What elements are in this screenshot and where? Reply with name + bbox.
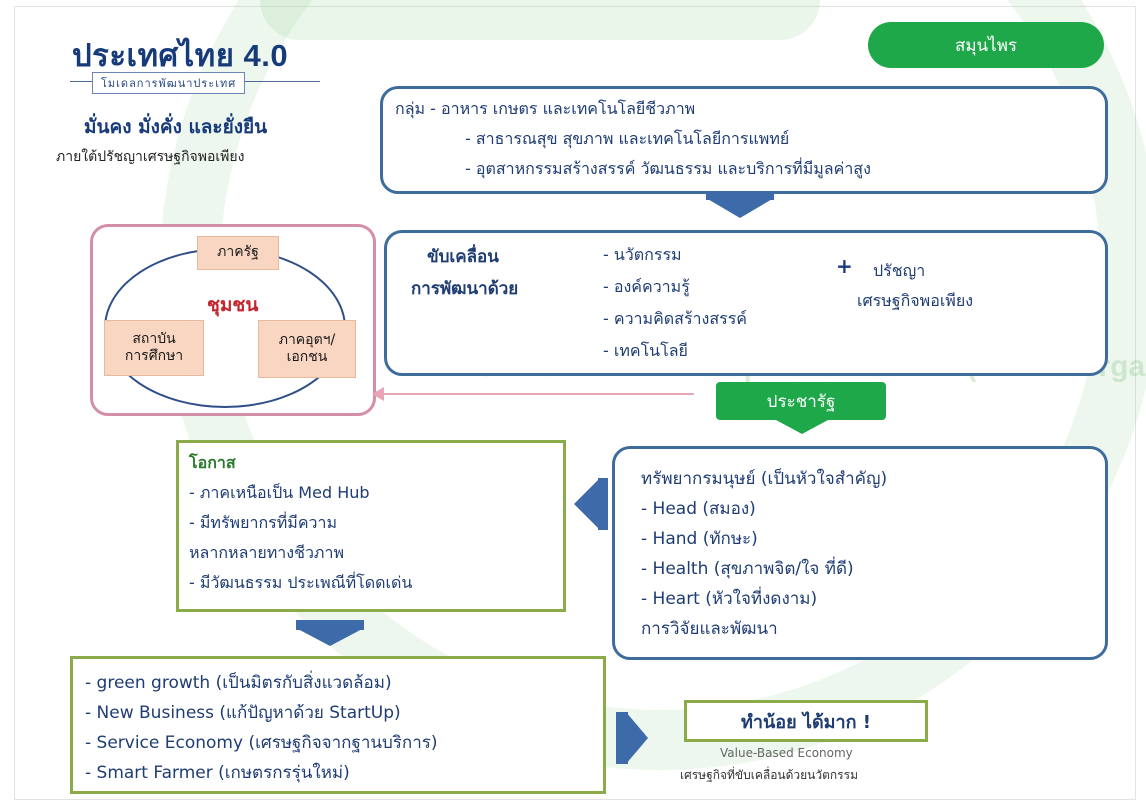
value-based-label: Value-Based Economy xyxy=(720,746,853,760)
group-line: - อุตสาหกรรมสร้างสรรค์ วัฒนธรรม และบริกา… xyxy=(465,159,871,178)
arrow-left-icon xyxy=(372,387,384,401)
pink-arrow-line xyxy=(382,393,694,395)
tagline-sub: ภายใต้ปรัชญาเศรษฐกิจพอเพียง xyxy=(56,149,245,165)
groups-box: กลุ่ม - อาหาร เกษตร และเทคโนโลยีชีวภาพ -… xyxy=(380,86,1108,194)
arrow-left-icon xyxy=(574,478,600,530)
human-line: - Hand (ทักษะ) xyxy=(641,529,758,549)
opportunity-line: - มีทรัพยากรที่มีความ xyxy=(189,513,338,532)
drive-box: ขับเคลื่อน การพัฒนาด้วย - นวัตกรรม - องค… xyxy=(384,230,1108,376)
group-line: กลุ่ม - อาหาร เกษตร และเทคโนโลยีชีวภาพ xyxy=(395,99,696,118)
arrow-down-body xyxy=(296,620,364,630)
human-line: การวิจัยและพัฒนา xyxy=(641,619,778,639)
education-box: สถาบัน การศึกษา xyxy=(104,320,204,376)
growth-box: - green growth (เป็นมิตรกับสิ่งแวดล้อม) … xyxy=(70,656,606,794)
human-line: - Head (สมอง) xyxy=(641,499,756,519)
human-resources-box: ทรัพยากรมนุษย์ (เป็นหัวใจสำคัญ) - Head (… xyxy=(612,446,1108,660)
philosophy-1: ปรัชญา xyxy=(873,261,926,280)
human-line: - Health (สุขภาพจิต/ใจ ที่ดี) xyxy=(641,559,854,579)
drive-item: - เทคโนโลยี xyxy=(603,341,688,360)
tagline: มั่นคง มั่งคั่ง และยั่งยืน xyxy=(84,116,268,138)
result-headline: ทำน้อย ได้มาก ! xyxy=(684,700,928,742)
opportunity-heading: โอกาส xyxy=(189,453,236,472)
opportunity-line: หลากหลายทางชีวภาพ xyxy=(189,543,344,562)
drive-label-1: ขับเคลื่อน xyxy=(427,247,499,267)
drive-item: - นวัตกรรม xyxy=(603,245,682,264)
arrow-down-body xyxy=(706,192,774,200)
human-line: - Heart (หัวใจที่งดงาม) xyxy=(641,589,818,609)
drive-item: - ความคิดสร้างสรรค์ xyxy=(603,309,747,328)
arrow-down-icon xyxy=(706,198,774,218)
value-based-th: เศรษฐกิจที่ขับเคลื่อนด้วยนวัตกรรม xyxy=(680,768,858,782)
opportunity-line: - ภาคเหนือเป็น Med Hub xyxy=(189,483,370,502)
community-label: ชุมชน xyxy=(207,294,259,316)
people-state-label: ประชารัฐ xyxy=(716,382,886,420)
group-line: - สาธารณสุข สุขภาพ และเทคโนโลยีการแพทย์ xyxy=(465,129,790,148)
growth-line: - green growth (เป็นมิตรกับสิ่งแวดล้อม) xyxy=(85,673,392,693)
human-line: ทรัพยากรมนุษย์ (เป็นหัวใจสำคัญ) xyxy=(641,469,888,489)
growth-line: - Service Economy (เศรษฐกิจจากฐานบริการ) xyxy=(85,733,438,753)
plus-icon: + xyxy=(836,254,853,278)
subtitle: โมเดลการพัฒนาประเทศ xyxy=(92,72,246,94)
growth-line: - Smart Farmer (เกษตรกรรุ่นใหม่) xyxy=(85,763,350,783)
opportunity-line: - มีวัฒนธรรม ประเพณีที่โดดเด่น xyxy=(189,573,413,592)
arrow-right-icon xyxy=(626,712,648,764)
arrow-right-body xyxy=(616,712,628,764)
growth-line: - New Business (แก้ปัญหาด้วย StartUp) xyxy=(85,703,401,723)
arrow-left-body xyxy=(598,478,608,530)
subtitle-bar: โมเดลการพัฒนาประเทศ xyxy=(70,70,320,94)
herb-label: สมุนไพร xyxy=(868,22,1104,68)
state-box: ภาครัฐ xyxy=(197,236,279,270)
private-sector-box: ภาคอุตฯ/ เอกชน xyxy=(258,320,356,378)
drive-label-2: การพัฒนาด้วย xyxy=(411,279,519,299)
philosophy-2: เศรษฐกิจพอเพียง xyxy=(857,291,974,310)
page-title: ประเทศไทย 4.0 xyxy=(72,38,289,73)
opportunity-box: โอกาส - ภาคเหนือเป็น Med Hub - มีทรัพยาก… xyxy=(176,440,566,612)
people-pointer xyxy=(776,420,828,434)
arrow-down-icon xyxy=(296,628,364,646)
drive-item: - องค์ความรู้ xyxy=(603,277,690,296)
